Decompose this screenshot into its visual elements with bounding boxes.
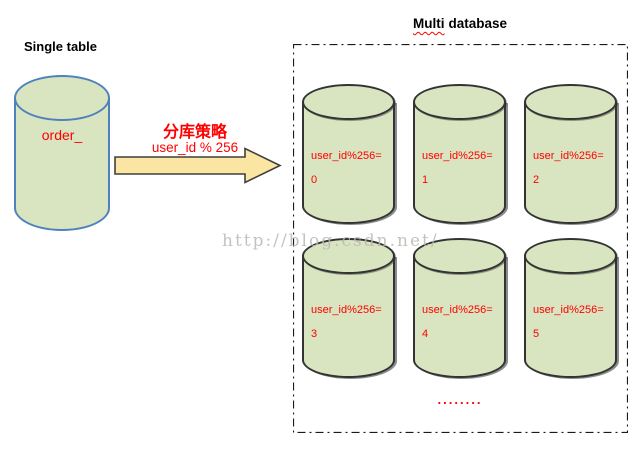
sharding-strategy-label: 分库策略 bbox=[162, 124, 227, 141]
single-table-cylinder-label: order_ bbox=[41, 127, 83, 143]
multi-database-title-word2: database bbox=[448, 16, 508, 31]
cylinder-body bbox=[524, 256, 617, 378]
cylinder-body bbox=[413, 256, 506, 378]
shard-cylinder-1: user_id%256= 1 bbox=[413, 84, 506, 224]
shard-cylinder-4: user_id%256= 4 bbox=[413, 238, 506, 378]
shard-label: user_id%256= bbox=[311, 304, 382, 316]
sharding-formula-label: user_id % 256 bbox=[151, 140, 239, 155]
cylinder-top-ellipse bbox=[413, 84, 506, 120]
more-shards-ellipsis: ........ bbox=[437, 392, 483, 407]
shard-label: user_id%256= bbox=[311, 150, 382, 162]
multi-database-title-word1: Multi bbox=[412, 16, 445, 31]
shard-value: 4 bbox=[422, 328, 429, 340]
shard-label: user_id%256= bbox=[422, 150, 493, 162]
cylinder-top-ellipse bbox=[524, 84, 617, 120]
shard-value: 2 bbox=[533, 174, 540, 186]
shard-label: user_id%256= bbox=[533, 304, 604, 316]
single-table-title: Single table bbox=[24, 39, 97, 54]
shard-value: 0 bbox=[311, 174, 318, 186]
cylinder-body bbox=[302, 256, 395, 378]
single-table-cylinder: order_ bbox=[14, 75, 110, 231]
cylinder-body bbox=[302, 102, 395, 224]
cylinder-top-ellipse bbox=[302, 84, 395, 120]
cylinder-top-ellipse bbox=[14, 75, 110, 121]
right-arrow-shape bbox=[114, 147, 282, 184]
cylinder-top-ellipse bbox=[302, 238, 395, 274]
cylinder-top-ellipse bbox=[413, 238, 506, 274]
cylinder-top-ellipse bbox=[524, 238, 617, 274]
shard-cylinder-2: user_id%256= 2 bbox=[524, 84, 617, 224]
shard-cylinder-3: user_id%256= 3 bbox=[302, 238, 395, 378]
cylinder-body bbox=[524, 102, 617, 224]
shard-value: 3 bbox=[311, 328, 318, 340]
cylinder-body bbox=[413, 102, 506, 224]
shard-cylinder-5: user_id%256= 5 bbox=[524, 238, 617, 378]
shard-label: user_id%256= bbox=[422, 304, 493, 316]
multi-database-dashed-border bbox=[293, 44, 628, 433]
shard-label: user_id%256= bbox=[533, 150, 604, 162]
shard-value: 5 bbox=[533, 328, 540, 340]
shard-value: 1 bbox=[422, 174, 429, 186]
shard-cylinder-0: user_id%256= 0 bbox=[302, 84, 395, 224]
